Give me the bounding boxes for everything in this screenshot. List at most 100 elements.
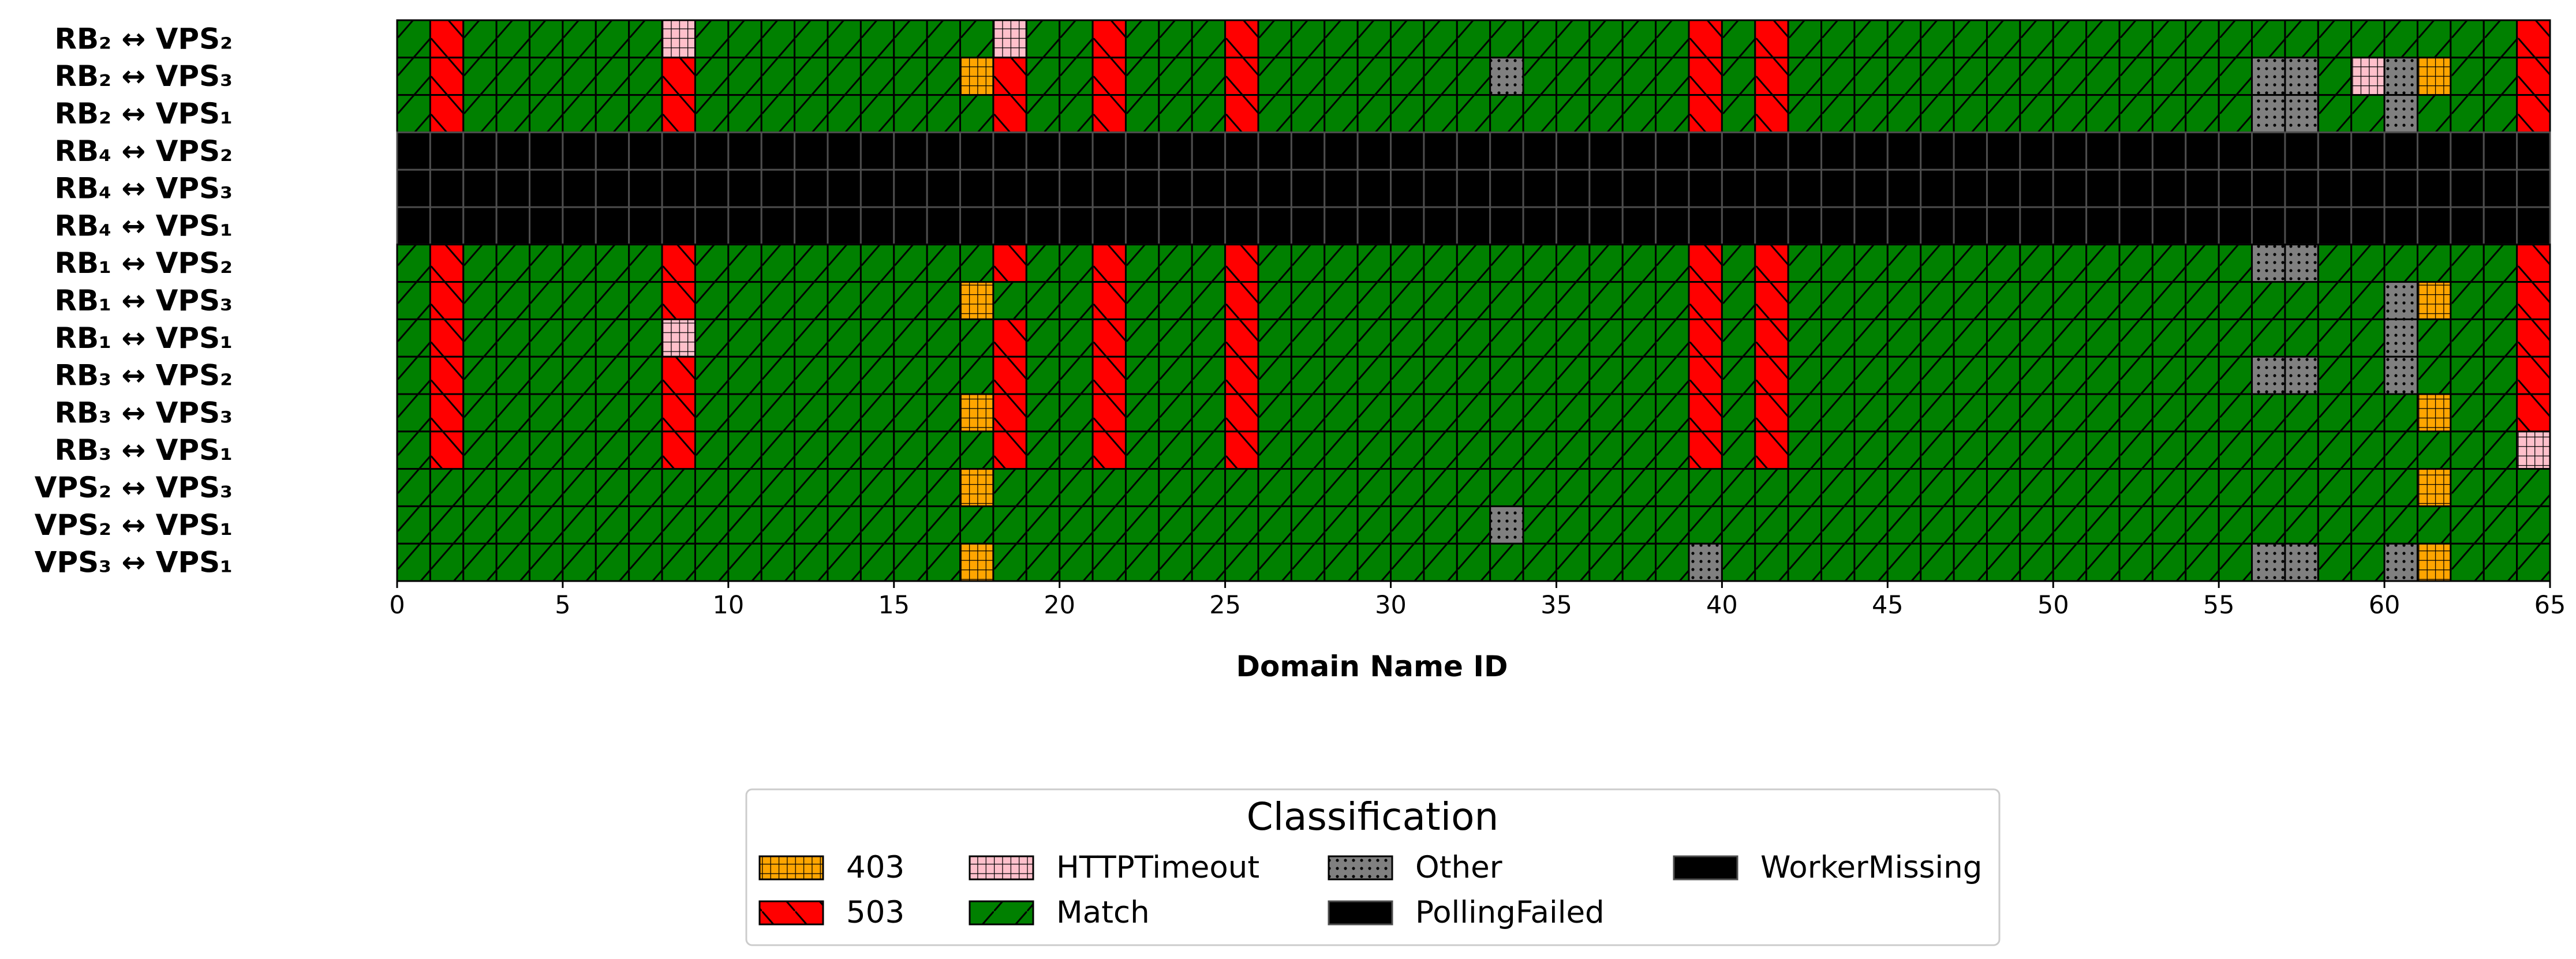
cell-vps-vps-33-match-hatch <box>1490 544 1524 581</box>
cell-rb-vps-56-pollingfailed <box>2252 207 2285 245</box>
cell-rb-vps-46-match-hatch <box>1920 319 1954 357</box>
cell-rb-vps-38-match-hatch <box>1655 431 1689 469</box>
cell-rb-vps-41-503-hatch <box>1755 282 1789 320</box>
cell-rb-vps-11-match-hatch <box>761 431 795 469</box>
cell-rb-vps-49-match-hatch <box>2020 431 2054 469</box>
cell-rb-vps-47-pollingfailed <box>1954 170 1987 207</box>
cell-rb-vps-10-match-hatch <box>728 57 762 95</box>
cell-rb-vps-16-pollingfailed <box>927 170 960 207</box>
cell-vps-vps-35-match-hatch <box>1556 469 1590 507</box>
cell-vps-vps-46-match-hatch <box>1920 544 1954 581</box>
cell-rb-vps-14-match-hatch <box>861 57 894 95</box>
legend-label-pollingfailed: PollingFailed <box>1415 895 1605 930</box>
cell-rb-vps-54-match-hatch <box>2185 319 2219 357</box>
legend: Classification 403503HTTPTimeoutMatchOth… <box>745 788 2001 946</box>
cell-vps-vps-51-match-hatch <box>2086 469 2119 507</box>
cell-rb-vps-23-match-hatch <box>1158 357 1192 394</box>
cell-rb-vps-31-match-hatch <box>1423 20 1457 58</box>
cell-rb-vps-63-match-hatch <box>2484 319 2517 357</box>
x-tick-label-5: 5 <box>555 591 570 620</box>
cell-vps-vps-17-match-hatch <box>960 506 993 544</box>
cell-rb-vps-16-match-hatch <box>927 282 960 320</box>
cell-rb-vps-43-match-hatch <box>1821 431 1855 469</box>
cell-rb-vps-61-match-hatch <box>2417 431 2451 469</box>
cell-rb-vps-1-503-hatch <box>430 20 463 58</box>
cell-rb-vps-44-match-hatch <box>1854 394 1888 432</box>
cell-vps-vps-5-match-hatch <box>562 506 596 544</box>
cell-rb-vps-11-match-hatch <box>761 244 795 282</box>
cell-vps-vps-64-match-edge <box>2516 542 2551 582</box>
cell-vps-vps-56-other-hatch <box>2252 544 2285 581</box>
cell-rb-vps-31-match-hatch <box>1423 244 1457 282</box>
cell-rb-vps-45-match-hatch <box>1887 95 1921 133</box>
cell-rb-vps-16-match-hatch <box>927 394 960 432</box>
y-tick-label-7: RB₁ ↔ VPS₃ <box>55 284 233 317</box>
cell-rb-vps-10-match-hatch <box>728 319 762 357</box>
cell-rb-vps-9-pollingfailed <box>695 207 728 245</box>
cell-rb-vps-20-pollingfailed <box>1059 132 1093 170</box>
cell-rb-vps-45-pollingfailed <box>1887 132 1921 170</box>
cell-rb-vps-30-match-hatch <box>1390 95 1424 133</box>
cell-rb-vps-25-503-hatch <box>1225 95 1258 133</box>
cell-vps-vps-34-match-hatch <box>1523 544 1557 581</box>
cell-vps-vps-34-match-hatch <box>1523 469 1557 507</box>
cell-rb-vps-15-match-hatch <box>893 357 928 394</box>
cell-rb-vps-0-match-hatch <box>397 244 431 282</box>
cell-rb-vps-23-match-hatch <box>1158 57 1192 95</box>
cell-rb-vps-5-match-hatch <box>562 394 596 432</box>
cell-rb-vps-25-503-hatch <box>1225 57 1258 95</box>
cell-rb-vps-13-match-hatch <box>828 244 861 282</box>
cell-vps-vps-43-match-hatch <box>1821 544 1855 581</box>
cell-rb-vps-15-match-hatch <box>893 319 928 357</box>
cell-vps-vps-39-other-hatch <box>1689 544 1722 581</box>
cell-rb-vps-31-match-hatch <box>1423 319 1457 357</box>
cell-vps-vps-28-match-hatch <box>1324 469 1358 507</box>
cell-rb-vps-28-match-hatch <box>1324 244 1358 282</box>
cell-rb-vps-35-match-hatch <box>1556 394 1590 432</box>
cell-rb-vps-64-pollingfailed <box>2517 170 2550 207</box>
cell-rb-vps-60-other-hatch <box>2384 282 2418 320</box>
cell-rb-vps-24-match-hatch <box>1192 95 1225 133</box>
cell-vps-vps-12-match-hatch <box>794 544 828 581</box>
cell-rb-vps-20-match-hatch <box>1059 282 1093 320</box>
cell-rb-vps-53-pollingfailed <box>2152 170 2186 207</box>
cell-rb-vps-4-pollingfailed <box>529 170 563 207</box>
cell-rb-vps-19-match-hatch <box>1026 57 1060 95</box>
cell-rb-vps-48-pollingfailed <box>1987 170 2020 207</box>
cell-vps-vps-26-match-hatch <box>1258 506 1292 544</box>
cell-rb-vps-33-match-hatch <box>1490 431 1524 469</box>
cell-rb-vps-64-503-hatch <box>2517 20 2550 58</box>
cell-rb-vps-53-match-hatch <box>2152 319 2186 357</box>
cell-rb-vps-55-match-hatch <box>2219 431 2252 469</box>
cell-rb-vps-6-match-hatch <box>596 394 629 432</box>
cell-rb-vps-25-503-hatch <box>1225 282 1258 320</box>
cell-rb-vps-63-pollingfailed <box>2484 207 2517 245</box>
cell-rb-vps-28-pollingfailed <box>1324 132 1358 170</box>
cell-rb-vps-42-pollingfailed <box>1788 132 1822 170</box>
cell-rb-vps-40-match-hatch <box>1722 20 1755 58</box>
cell-rb-vps-41-pollingfailed <box>1755 170 1789 207</box>
cell-rb-vps-40-pollingfailed <box>1722 170 1755 207</box>
y-tick-label-0: RB₂ ↔ VPS₂ <box>55 22 233 55</box>
cell-rb-vps-7-match-hatch <box>629 357 663 394</box>
cell-rb-vps-37-match-hatch <box>1622 357 1656 394</box>
cell-vps-vps-59-match-hatch <box>2351 544 2385 581</box>
cell-rb-vps-44-match-hatch <box>1854 319 1888 357</box>
cell-rb-vps-14-pollingfailed <box>861 207 894 245</box>
cell-rb-vps-48-match-hatch <box>1987 57 2020 95</box>
cell-rb-vps-45-match-hatch <box>1887 20 1921 58</box>
cell-rb-vps-5-match-hatch <box>562 357 596 394</box>
cell-rb-vps-36-match-hatch <box>1589 57 1623 95</box>
cell-rb-vps-56-match-hatch <box>2252 394 2285 432</box>
cell-rb-vps-2-match-hatch <box>463 244 497 282</box>
cell-rb-vps-41-503-hatch <box>1755 431 1789 469</box>
cell-vps-vps-27-match-hatch <box>1291 469 1325 507</box>
cell-rb-vps-18-httptimeout-hatch <box>993 20 1027 58</box>
cell-rb-vps-7-match-hatch <box>629 244 663 282</box>
cell-vps-vps-40-match-hatch <box>1722 544 1755 581</box>
cell-rb-vps-58-match-hatch <box>2318 357 2351 394</box>
cell-rb-vps-55-match-hatch <box>2219 394 2252 432</box>
cell-rb-vps-55-pollingfailed <box>2219 170 2252 207</box>
cell-rb-vps-54-match-hatch <box>2185 431 2219 469</box>
cell-rb-vps-10-match-hatch <box>728 282 762 320</box>
